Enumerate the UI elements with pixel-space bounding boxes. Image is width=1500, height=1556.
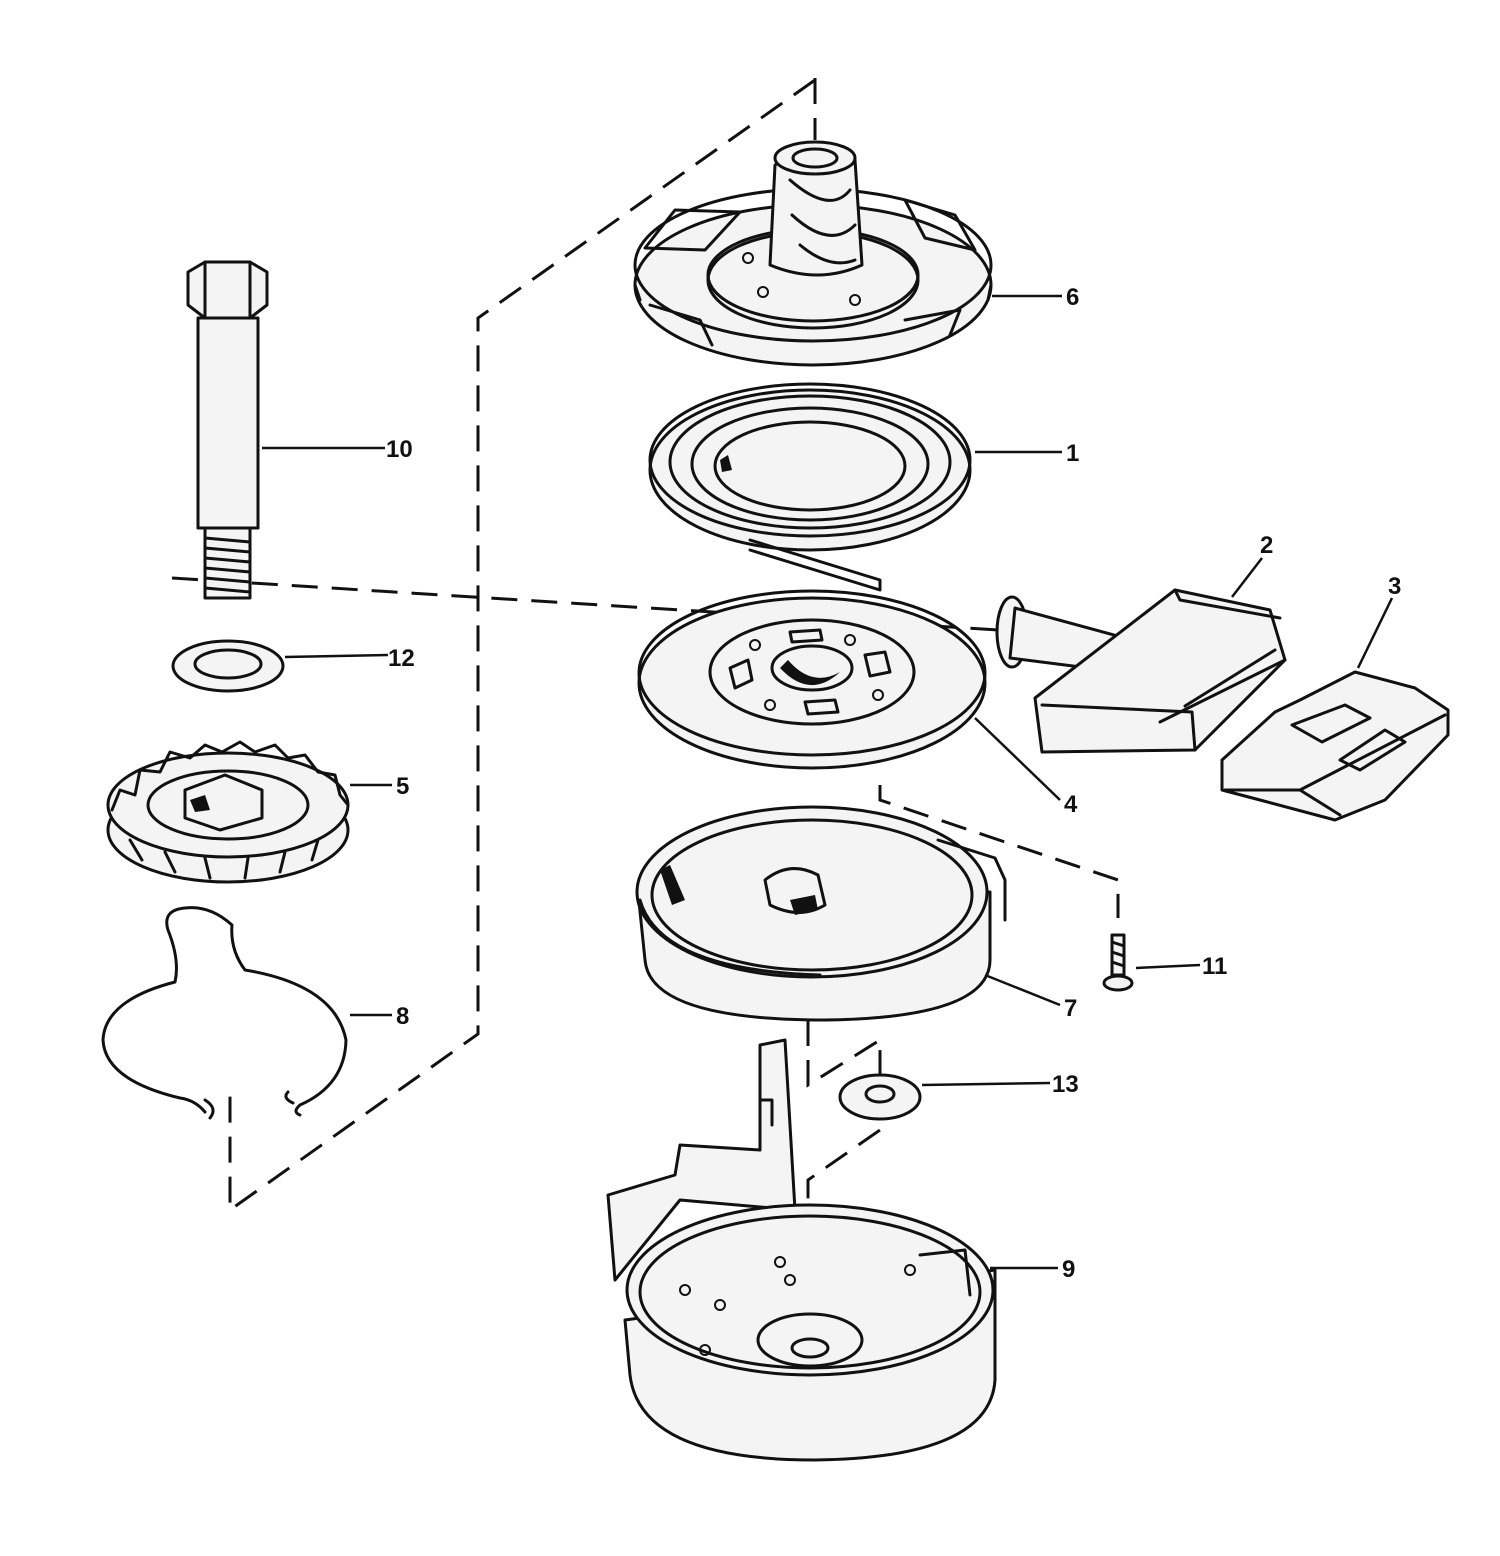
part-8-retainer-clip <box>101 906 348 1120</box>
callout-1: 1 <box>1066 440 1079 467</box>
part-2-starter-handle <box>995 588 1287 754</box>
callout-9: 9 <box>1062 1256 1075 1283</box>
part-10-bolt <box>186 260 269 600</box>
callout-6: 6 <box>1066 284 1079 311</box>
part-6-starter-pulley <box>633 140 993 367</box>
callout-5: 5 <box>396 773 409 800</box>
callout-4: 4 <box>1064 791 1078 818</box>
part-5-ratchet-gear <box>106 740 350 884</box>
callout-12: 12 <box>388 645 415 672</box>
callout-10: 10 <box>386 436 413 463</box>
part-13-washer <box>838 1073 922 1121</box>
callout-13: 13 <box>1052 1071 1079 1098</box>
callout-labels: 1 2 3 4 5 6 7 8 9 10 11 12 13 <box>386 284 1401 1283</box>
callout-7: 7 <box>1064 995 1077 1022</box>
part-7-recoil-spring-housing <box>635 805 1007 1022</box>
part-9-base-housing <box>606 1038 997 1462</box>
part-1-rewind-spring <box>648 382 972 592</box>
callout-11: 11 <box>1202 953 1227 980</box>
callout-8: 8 <box>396 1003 409 1030</box>
part-3-handle-anchor <box>1220 670 1450 822</box>
part-12-washer <box>171 639 285 693</box>
callout-2: 2 <box>1260 532 1273 559</box>
part-11-screw <box>1102 933 1134 992</box>
callout-3: 3 <box>1388 573 1401 600</box>
leader-lines <box>262 294 1394 1270</box>
part-4-pulley-disc <box>637 589 987 770</box>
